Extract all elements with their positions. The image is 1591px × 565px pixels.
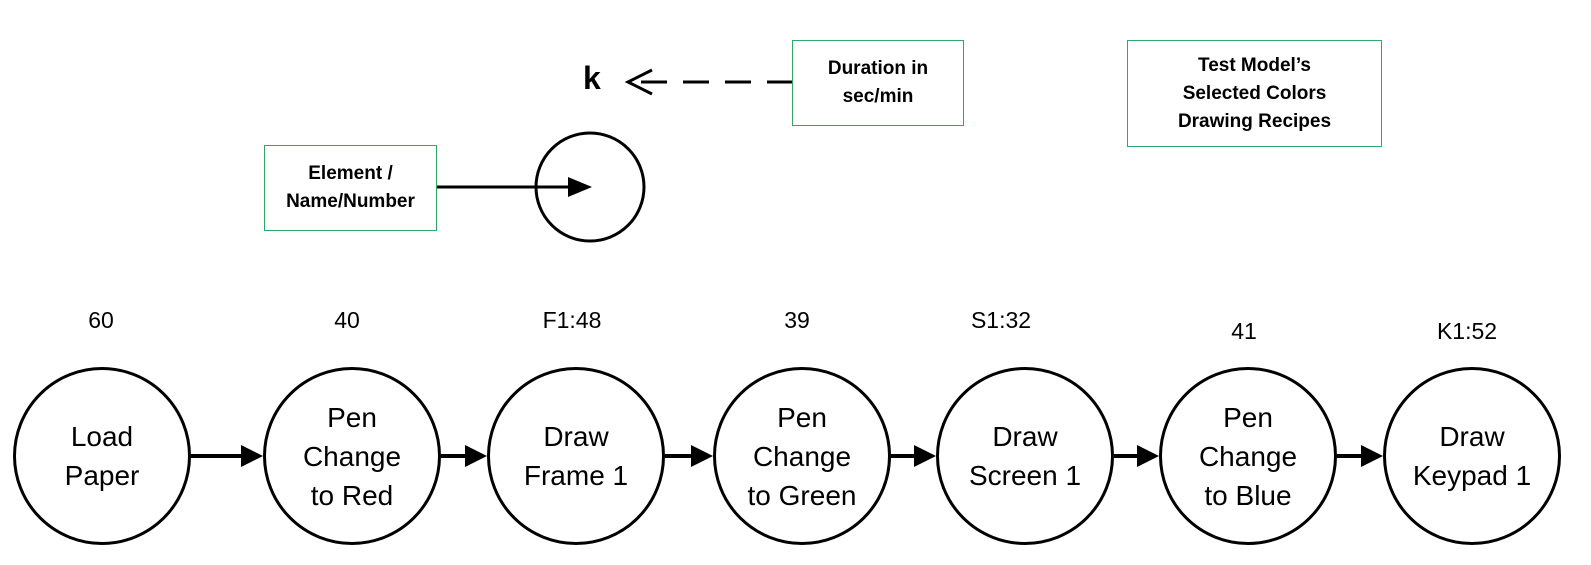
step-duration: 60 (88, 307, 114, 333)
legend-solid-arrowhead (568, 177, 592, 197)
step-node-draw-keypad-1: Draw Keypad 1 (1383, 367, 1561, 545)
step-duration: F1:48 (542, 307, 602, 333)
step-label-line: Pen (1223, 401, 1273, 433)
k-symbol: k (583, 60, 601, 96)
title-line-1: Test Model’s (1198, 54, 1311, 76)
title-box: Test Model’s Selected Colors Drawing Rec… (1127, 40, 1382, 147)
step-label-line: Paper (64, 460, 140, 491)
step-label-line: Screen 1 (968, 460, 1082, 491)
step-label-line: Pen (777, 401, 827, 433)
element-legend-line-2: Name/Number (286, 191, 415, 212)
step-label-line: to Green (747, 479, 857, 511)
legend-circle (534, 131, 646, 243)
step-label-line: to Red (310, 479, 394, 511)
flow-arrows (191, 445, 1383, 467)
step-label-line: Frame 1 (523, 460, 629, 491)
step-label-line: Change (1198, 440, 1298, 472)
element-legend-box: Element / Name/Number (264, 145, 437, 231)
flow-arrowhead (1361, 445, 1383, 467)
step-label-line: Draw (992, 421, 1058, 452)
step-duration: 41 (1231, 318, 1257, 344)
step-node-pen-change-red: Pen Change to Red (263, 367, 441, 545)
step-node-load-paper: Load Paper (13, 367, 191, 545)
step-duration: K1:52 (1436, 318, 1498, 344)
flow-arrowhead (465, 445, 487, 467)
step-label-line: to Blue (1204, 479, 1292, 511)
title-line-3: Drawing Recipes (1177, 110, 1332, 132)
step-node-pen-change-green: Pen Change to Green (713, 367, 891, 545)
flow-arrowhead (1137, 445, 1159, 467)
step-label-line: Load (70, 421, 134, 452)
duration-legend-line-1: Duration in (827, 58, 929, 79)
step-duration: 39 (784, 307, 810, 333)
flow-arrowhead (241, 445, 263, 467)
step-label-line: Keypad 1 (1412, 460, 1532, 491)
duration-legend-box: Duration in sec/min (792, 40, 964, 126)
step-label-line: Pen (327, 401, 377, 433)
step-node-draw-frame-1: Draw Frame 1 (487, 367, 665, 545)
step-label-line: Change (302, 440, 402, 472)
duration-legend-line-2: sec/min (842, 86, 914, 107)
flow-arrowhead (691, 445, 713, 467)
step-label-line: Change (752, 440, 852, 472)
step-node-pen-change-blue: Pen Change to Blue (1159, 367, 1337, 545)
step-label-line: Draw (1439, 421, 1505, 452)
flow-arrowhead (914, 445, 936, 467)
element-legend-line-1: Element / (308, 163, 393, 184)
step-label-line: Draw (543, 421, 609, 452)
step-node-draw-screen-1: Draw Screen 1 (936, 367, 1114, 545)
step-duration: 40 (334, 307, 360, 333)
legend-dashed-arrowhead (624, 68, 653, 96)
title-line-2: Selected Colors (1182, 82, 1327, 104)
step-duration: S1:32 (970, 307, 1032, 333)
